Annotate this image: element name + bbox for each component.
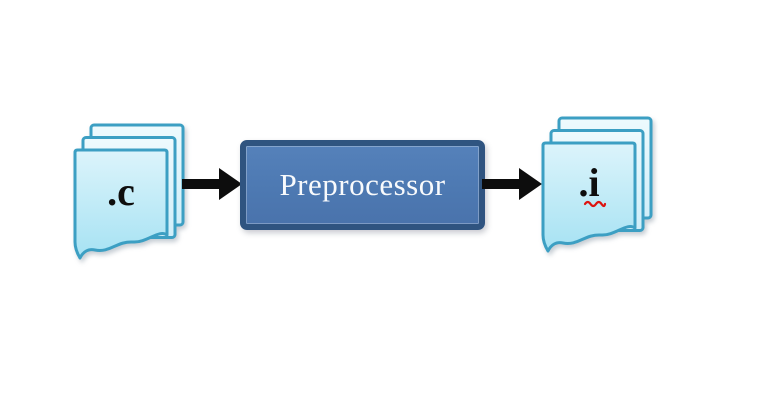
document-page-front	[541, 141, 637, 253]
arrow-right-icon	[182, 168, 242, 200]
preprocessed-files-label-text: .i	[578, 160, 600, 205]
arrow-preprocessor-to-output	[482, 168, 542, 200]
source-files-label-text: .c	[107, 169, 135, 214]
source-files-label: .c	[75, 150, 167, 234]
preprocessed-files-node: .i	[540, 114, 670, 264]
arrow-right-icon	[482, 168, 542, 200]
document-stack-icon	[541, 116, 653, 253]
spellcheck-squiggle-icon	[583, 200, 607, 208]
preprocessed-files-label: .i	[543, 143, 635, 227]
preprocessor-label: Preprocessor	[279, 166, 446, 202]
preprocessor-box: Preprocessor	[240, 140, 485, 230]
document-stack-icon	[73, 123, 185, 260]
arrow-source-to-preprocessor	[182, 168, 242, 200]
source-files-node: .c	[72, 121, 202, 271]
document-page-front	[73, 148, 169, 260]
